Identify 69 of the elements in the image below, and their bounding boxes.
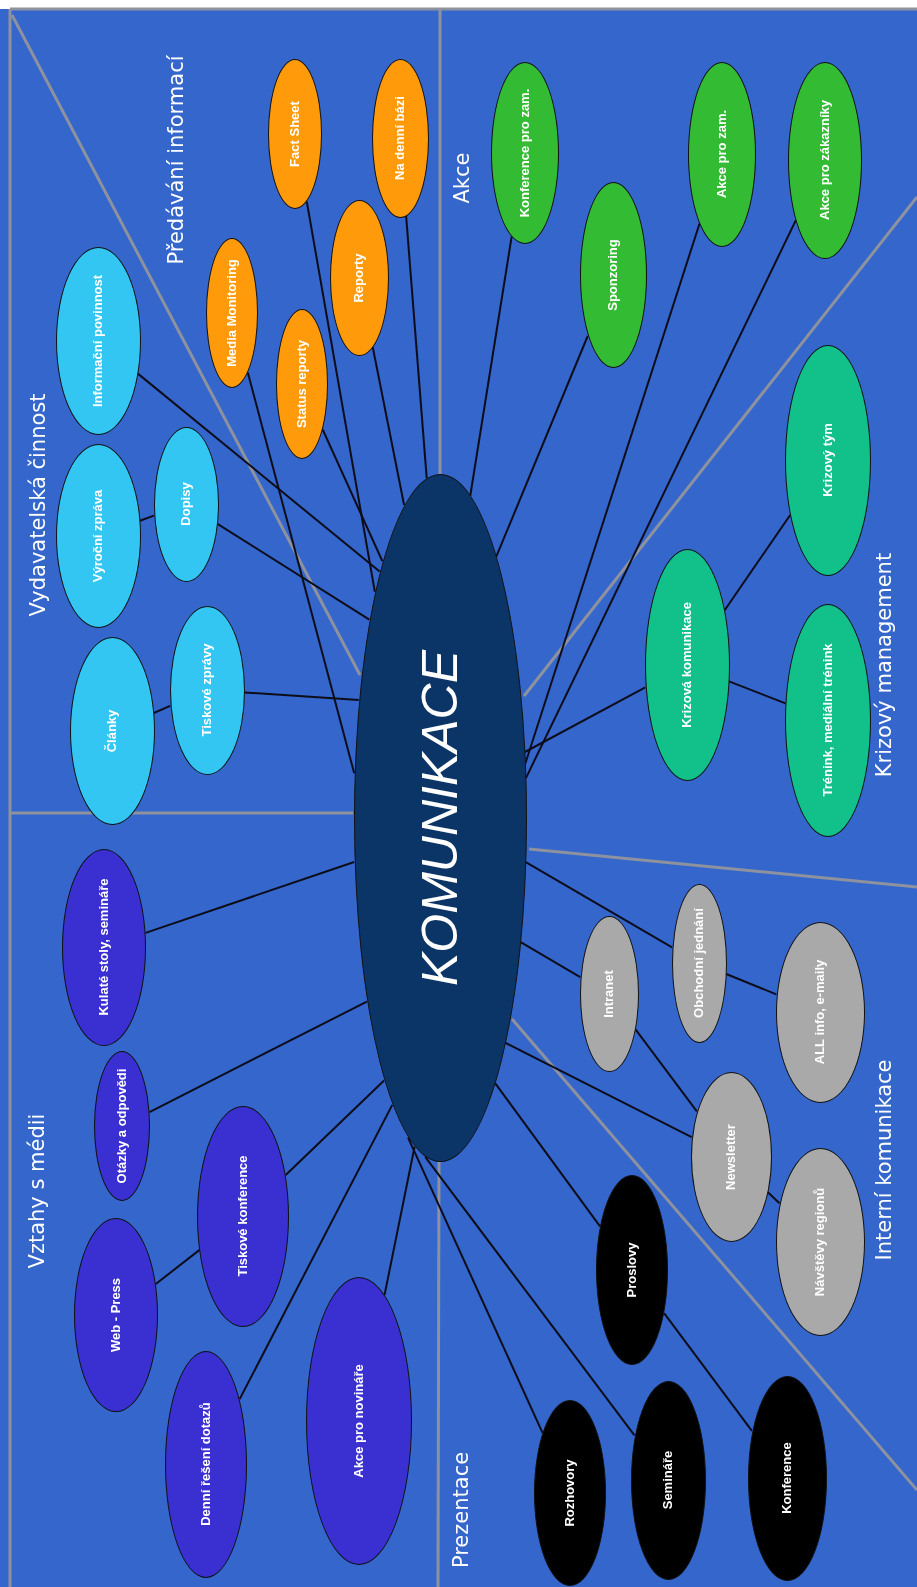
connector-line xyxy=(371,346,406,507)
connector-line xyxy=(634,1028,698,1113)
connector-line xyxy=(405,214,428,480)
connector-line xyxy=(407,1136,544,1434)
connector-line xyxy=(469,235,513,497)
topic-label: Newsletter xyxy=(723,1123,739,1192)
section-title: Vydavatelská činnost xyxy=(26,393,50,617)
topic-label: Výroční zpráva xyxy=(90,488,106,585)
topic-label: Sponzoring xyxy=(605,238,621,313)
topic-label: ALL info, e-maily xyxy=(812,958,828,1067)
connector-line xyxy=(216,522,371,621)
connector-line xyxy=(424,1155,636,1437)
topic-label: Kulaté stoly, semináře xyxy=(96,877,112,1018)
topic-label: Tiskové zprávy xyxy=(199,642,215,739)
connector-line xyxy=(766,1191,781,1205)
connector-line xyxy=(243,691,360,701)
connector-line xyxy=(383,1145,416,1296)
connector-line xyxy=(524,861,674,949)
topic-label: Media Monitoring xyxy=(224,258,240,369)
topic-label: Konference xyxy=(779,1441,795,1516)
connector-line xyxy=(728,680,787,705)
connector-line xyxy=(723,514,792,612)
topic-label: Krizová komunikace xyxy=(679,601,695,730)
topic-label: Dopisy xyxy=(178,481,194,528)
topic-label: Fact Sheet xyxy=(287,100,303,169)
connector-line xyxy=(321,428,384,563)
topic-label: Akce pro zam. xyxy=(714,108,730,201)
section-title: Prezentace xyxy=(449,1451,473,1569)
connector-line xyxy=(284,1079,386,1176)
topic-label: Semináře xyxy=(660,1449,676,1512)
title-text: KOMUNIKACE xyxy=(412,648,468,989)
topic-label: Obchodní jednání xyxy=(691,907,707,1020)
connector-line xyxy=(138,514,155,522)
topic-label: Trénink, mediální trénink xyxy=(820,642,836,799)
connector-line xyxy=(495,335,589,558)
topic-label: Reporty xyxy=(351,252,367,305)
topic-label: Rozhovory xyxy=(562,1458,578,1529)
connector-line xyxy=(725,973,778,996)
connector-line xyxy=(246,371,356,775)
connector-line xyxy=(148,1000,368,1113)
topic-label: Konference pro zam. xyxy=(517,87,533,220)
connector-line xyxy=(519,941,582,979)
topic-label: Informační povinnost xyxy=(90,273,106,410)
section-title: Interní komunikace xyxy=(872,1059,896,1261)
topic-label: Akce pro novináře xyxy=(351,1363,367,1480)
connector-line xyxy=(238,1103,394,1401)
section-title: Vztahy s médii xyxy=(25,1113,49,1269)
topic-label: Proslovy xyxy=(624,1241,640,1300)
topic-label: Články xyxy=(104,708,120,755)
topic-label: Krizový tým xyxy=(820,422,836,499)
section-title: Krizový management xyxy=(872,552,896,778)
connector-line xyxy=(305,200,376,593)
connector-line xyxy=(144,860,356,934)
topic-label: Denní řešení dotazů xyxy=(198,1401,214,1528)
topic-label: Tiskové konference xyxy=(235,1154,251,1279)
connector-line xyxy=(524,219,797,780)
connector-line xyxy=(494,1082,602,1228)
topic-label: Web - Press xyxy=(108,1276,124,1355)
connector-line xyxy=(663,1312,753,1432)
topic-label: Intranet xyxy=(601,969,617,1020)
topic-label: Akce pro zákazníky xyxy=(817,99,833,222)
topic-label: Návštěvy regionů xyxy=(812,1186,828,1299)
section-title: Předávání informací xyxy=(164,55,188,265)
topic-label: Status reporty xyxy=(294,338,310,431)
topic-label: Otázky a odpovědi xyxy=(114,1068,130,1184)
section-title: Akce xyxy=(450,152,474,204)
connector-line xyxy=(504,1041,693,1139)
connector-line xyxy=(154,1249,201,1285)
topic-label: Na denní bázi xyxy=(392,95,408,182)
